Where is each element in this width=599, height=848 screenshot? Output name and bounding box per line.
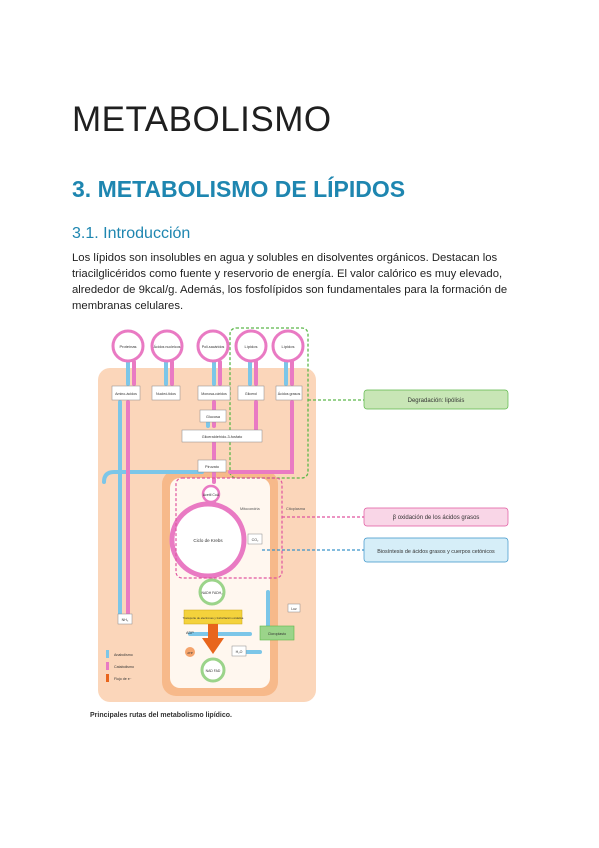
glucose-box xyxy=(199,409,227,423)
light-label: Luz xyxy=(291,607,297,611)
monomer-label: Amino-ácidos xyxy=(115,392,137,396)
krebs-label: Ciclo de Krebs xyxy=(193,538,223,543)
nad-fad-node xyxy=(200,657,226,683)
legend-catabolism-swatch xyxy=(106,662,109,670)
monomer-label: Glicerol xyxy=(245,392,257,396)
atp-label: ATP xyxy=(187,651,193,655)
subsection-title: 3.1. Introducción xyxy=(72,225,191,242)
mitochondria-label: Mitocondria xyxy=(240,507,261,511)
legend-anabolism-swatch xyxy=(106,650,109,658)
monomer-box xyxy=(151,385,181,401)
top-node-proteinas xyxy=(111,329,145,363)
co2-label: CO₂ xyxy=(252,538,259,542)
nadh-node xyxy=(198,578,226,606)
adp-label: ADP xyxy=(186,631,194,635)
electron-transport-label: Transporte de electrones y fosforilación… xyxy=(183,616,244,620)
chloroplast-box xyxy=(259,625,295,641)
monomer-box xyxy=(111,385,141,401)
section-title: 3. METABOLISMO DE LÍPIDOS xyxy=(72,176,406,202)
g3p-box xyxy=(181,429,263,443)
top-node-lipidos-1 xyxy=(234,329,268,363)
monomer-box xyxy=(275,385,303,401)
figure-caption: Principales rutas del metabolismo lipídi… xyxy=(90,712,232,719)
electron-flow-arrow xyxy=(202,624,224,654)
pyruvate-box xyxy=(197,459,227,473)
nh3-box xyxy=(117,613,133,625)
g3p-label: Gliceraldehído-3-fosfato xyxy=(202,435,243,439)
page-title: METABOLISMO xyxy=(72,100,332,139)
legend-label: Flujo de e⁻ xyxy=(114,677,132,681)
callout-beta-oxidation xyxy=(363,507,509,527)
h2o-label: H₂O xyxy=(236,650,243,654)
monomer-label: Nucleó-tidos xyxy=(156,392,176,396)
nh3-label: NH₃ xyxy=(122,618,129,622)
top-node-label: Proteínas xyxy=(119,344,136,349)
top-node-label: Poli-sacáridos xyxy=(202,345,225,349)
co2-box xyxy=(247,533,263,545)
top-node-lipidos-2 xyxy=(271,329,305,363)
callout-lipolysis-label: Degradación: lipólisis xyxy=(408,398,465,404)
pyruvate-label: Piruvato xyxy=(205,465,219,469)
nadh-label: NADH FADH₂ xyxy=(202,591,224,595)
light-box xyxy=(287,603,301,613)
monomer-label: Monosa-cáridos xyxy=(201,392,227,396)
top-node-acidos-nucleicos xyxy=(150,329,184,363)
cytoplasm-label: Citoplasma xyxy=(286,507,306,511)
top-node-label: Lípidos xyxy=(282,344,295,349)
legend: Anabolismo Catabolismo Flujo de e⁻ xyxy=(106,650,134,682)
beta-oxidation-dashed-box xyxy=(175,477,283,579)
legend-label: Anabolismo xyxy=(114,653,133,657)
callout-biosynthesis xyxy=(363,537,509,563)
callout-biosynthesis-label: Biosíntesis de ácidos grasos y cuerpos c… xyxy=(377,549,495,555)
krebs-cycle xyxy=(169,501,247,579)
monomer-box xyxy=(197,385,231,401)
top-node-label: Ácidos nucleicos xyxy=(154,345,181,349)
acetyl-coa-label: Acetil CoA xyxy=(203,493,220,497)
lipid-metabolism-diagram: Ciclo de Krebs Acetil CoA Proteínas Ácid… xyxy=(98,327,509,702)
legend-electron-swatch xyxy=(106,674,109,682)
legend-label: Catabolismo xyxy=(114,665,134,669)
monomer-label: Ácidos grasos xyxy=(278,392,301,396)
atp-node xyxy=(185,647,195,657)
intro-paragraph: Los lípidos son insolubles en agua y sol… xyxy=(72,252,508,312)
glucose-label: Glucosa xyxy=(206,415,221,419)
chloroplast-label: Cloroplasto xyxy=(268,632,286,636)
callout-beta-oxidation-label: β oxidación de los ácidos grasos xyxy=(393,515,480,521)
monomer-boxes: Amino-ácidos Nucleó-tidos Monosa-cáridos… xyxy=(111,385,303,401)
nad-fad-label: NAD FAD xyxy=(206,669,221,673)
top-node-label: Lípidos xyxy=(245,344,258,349)
top-node-polisacaridos xyxy=(196,329,230,363)
h2o-box xyxy=(231,645,247,657)
monomer-box xyxy=(237,385,265,401)
callout-lipolysis xyxy=(363,389,509,410)
acetyl-coa-node xyxy=(201,484,221,504)
top-nodes: Proteínas Ácidos nucleicos Poli-sacárido… xyxy=(111,329,305,363)
